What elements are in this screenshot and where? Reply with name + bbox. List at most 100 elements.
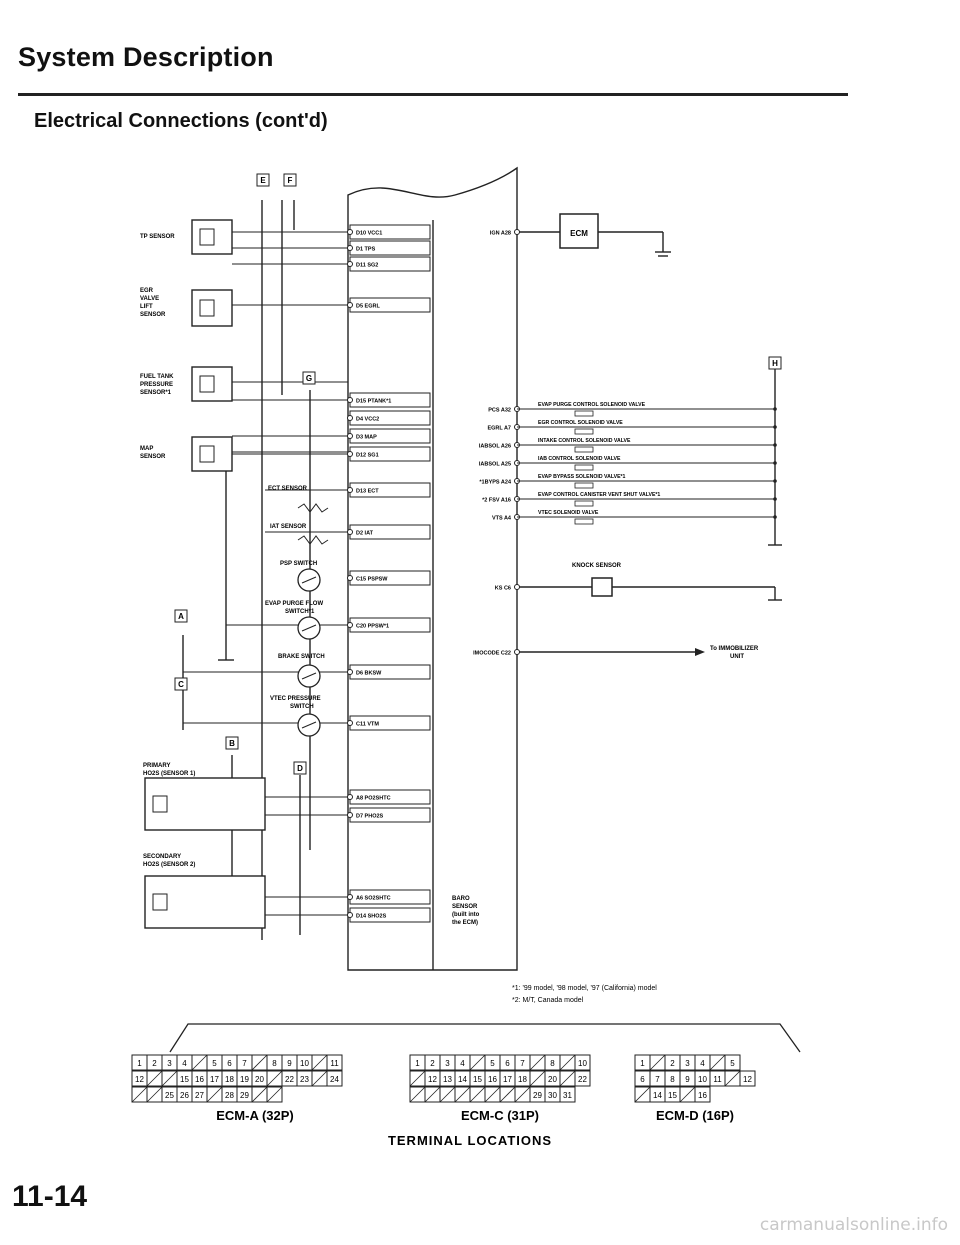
terminal-number: 19 [240,1075,249,1084]
ecm-input-label: A6 SO2SHTC [356,896,391,902]
terminal-number: 2 [670,1059,675,1068]
terminal-number: 16 [698,1091,707,1100]
ecm-pin [347,433,353,439]
terminal-number: 8 [272,1059,277,1068]
bus-junction [773,515,777,519]
terminal-number: 11 [330,1059,339,1068]
title-rule [18,93,848,96]
ecm-input-label: D1 TPS [356,247,376,253]
terminal-number: 9 [685,1075,690,1084]
terminal-number: 17 [210,1075,219,1084]
ecm-input-label: D5 EGRL [356,304,380,310]
terminal-number: 18 [225,1075,234,1084]
terminal-number: 10 [578,1059,587,1068]
sensor-box [191,219,233,255]
terminal-cell [574,1070,591,1087]
footnote-2: *2: M/T, Canada model [512,997,584,1004]
terminal-number: 3 [167,1059,172,1068]
solenoid-coil [574,428,594,435]
sensor-box [191,366,233,402]
ecm-pin [347,894,353,900]
terminal-number: 27 [195,1091,204,1100]
connector-ref: D [297,764,303,773]
ecm-a-label: ECM-A (32P) [216,1108,294,1123]
terminal-number: 8 [670,1075,675,1084]
connector-ref-box [302,371,316,385]
sensor-box [191,289,233,327]
sensor-box [144,777,266,831]
connector-ref-box [174,677,188,691]
ecm-pin [347,451,353,457]
output-device-label: EGR CONTROL SOLENOID VALVE [538,420,623,426]
sensor-element [152,795,168,813]
ecm-output-label: IABSOL A26 [479,444,511,450]
bus-junction [773,425,777,429]
sensor-element [152,893,168,911]
terminal-number: 1 [415,1059,420,1068]
footnote-1: *1: '99 model, '98 model, '97 (Californi… [512,985,657,992]
ecm-d-label: ECM-D (16P) [656,1108,734,1123]
label-vtec-pressure-switch: VTEC PRESSURE SWITCH [270,696,322,710]
terminal-number: 9 [287,1059,292,1068]
label-egr-sensor: EGR VALVE LIFT SENSOR [140,288,166,318]
bus-junction [773,497,777,501]
solenoid-coil [574,410,594,417]
switch-symbols [297,503,329,737]
ecm-pin [347,397,353,403]
terminal-number: 20 [255,1075,264,1084]
terminal-number: 4 [700,1059,705,1068]
connector-ref: G [306,374,312,383]
terminal-cell [739,1070,756,1087]
solenoid-coil [574,446,594,453]
connector-ref: H [772,359,778,368]
terminal-number: 12 [743,1075,752,1084]
bus-junction [773,461,777,465]
terminal-number: 5 [730,1059,735,1068]
ecm-input-label: D4 VCC2 [356,417,379,423]
terminal-cell [694,1086,711,1103]
connector-ref: B [229,739,235,748]
terminal-number: 7 [520,1059,525,1068]
terminal-number: 10 [300,1059,309,1068]
connector-ref-box [283,173,297,187]
terminal-number: 20 [548,1075,557,1084]
ecm-input-label: D11 SG2 [356,263,378,269]
terminal-cell [559,1086,576,1103]
terminal-number: 6 [505,1059,510,1068]
bus-junction [773,407,777,411]
output-device-label: EVAP PURGE CONTROL SOLENOID VALVE [538,402,646,408]
terminal-number: 1 [137,1059,142,1068]
section-subtitle: Electrical Connections (cont'd) [34,110,328,132]
ecm-output-label: IABSOL A25 [479,462,511,468]
terminal-number: 16 [195,1075,204,1084]
ecm-pin [347,529,353,535]
label-baro-sensor: BARO SENSOR (built into the ECM) [452,896,481,926]
terminal-number: 6 [227,1059,232,1068]
bus-junction [773,479,777,483]
terminal-number: 6 [640,1075,645,1084]
connector-ref-box [293,761,307,775]
ecm-out-pin [514,649,520,655]
terminal-number: 8 [550,1059,555,1068]
ecm-outline [347,166,518,971]
ecm-input-label: C20 PPSW*1 [356,624,389,630]
connector-ref-box [768,356,782,370]
ecm-input-label: D6 BKSW [356,671,382,677]
ecm-input-label: D3 MAP [356,435,377,441]
ecm-input-label: D2 IAT [356,531,374,537]
output-device-label: IAB CONTROL SOLENOID VALVE [538,456,621,462]
label-primary-ho2s: PRIMARY HO2S (SENSOR 1) [143,763,195,777]
ecm-input-label: D13 ECT [356,489,379,495]
terminal-bracket [169,1023,801,1053]
terminal-number: 26 [180,1091,189,1100]
ecm-output-label: PCS A32 [488,408,511,414]
ecm-input-label: D10 VCC1 [356,231,382,237]
terminal-number: 3 [685,1059,690,1068]
label-evap-flow-switch: EVAP PURGE FLOW SWITCH*1 [265,601,325,615]
ecm-pin [347,229,353,235]
solenoid-coil [574,500,594,507]
sensor-element [199,445,215,463]
output-device-label: EVAP CONTROL CANISTER VENT SHUT VALVE*1 [538,492,660,498]
terminal-number: 12 [135,1075,144,1084]
